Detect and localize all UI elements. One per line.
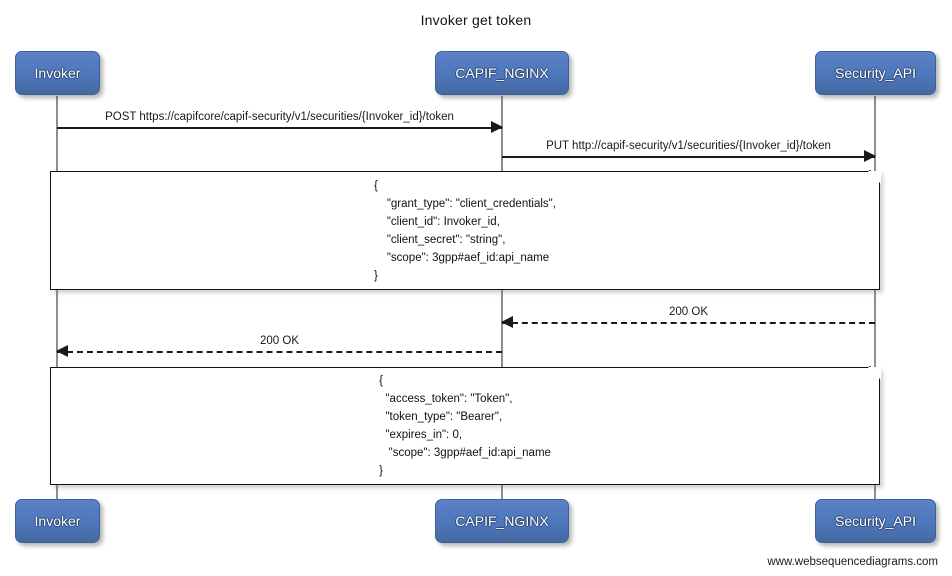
- lifeline-capif-nginx: [501, 96, 503, 500]
- actor-box-capif-nginx-top[interactable]: CAPIF_NGINX: [435, 51, 569, 95]
- actor-box-security-api-top[interactable]: Security_API: [815, 51, 936, 95]
- actor-box-capif-nginx-bottom[interactable]: CAPIF_NGINX: [435, 499, 569, 543]
- actor-label-capif-nginx: CAPIF_NGINX: [455, 65, 549, 81]
- message-line: [502, 156, 875, 158]
- message-line: [502, 322, 875, 324]
- actor-box-security-api-bottom[interactable]: Security_API: [815, 499, 936, 543]
- watermark-footer: www.websequencediagrams.com: [767, 556, 938, 568]
- actor-label-invoker: Invoker: [34, 65, 81, 81]
- message-line: [57, 127, 502, 129]
- message-label: PUT http://capif-security/v1/securities/…: [502, 139, 875, 153]
- note-fold-icon: [866, 170, 881, 185]
- note-text: { "grant_type": "client_credentials", "c…: [374, 179, 556, 282]
- arrowhead-left-icon: [501, 316, 513, 328]
- message-label: 200 OK: [502, 305, 875, 319]
- page-title: Invoker get token: [420, 12, 532, 28]
- message-label: POST https://capifcore/capif-security/v1…: [57, 110, 502, 124]
- lifeline-invoker: [56, 96, 58, 500]
- actor-label-security-api: Security_API: [835, 513, 916, 529]
- actor-label-capif-nginx: CAPIF_NGINX: [455, 513, 549, 529]
- actor-box-invoker-top[interactable]: Invoker: [15, 51, 100, 95]
- note-response-body: { "access_token": "Token", "token_type":…: [50, 366, 881, 485]
- arrowhead-right-icon: [491, 121, 503, 133]
- note-request-body: { "grant_type": "client_credentials", "c…: [50, 170, 881, 290]
- actor-box-invoker-bottom[interactable]: Invoker: [15, 499, 100, 543]
- actor-label-invoker: Invoker: [34, 513, 81, 529]
- arrowhead-left-icon: [56, 345, 68, 357]
- arrowhead-right-icon: [864, 150, 876, 162]
- message-line: [57, 351, 502, 353]
- lifeline-security-api: [874, 96, 876, 500]
- actor-label-security-api: Security_API: [835, 65, 916, 81]
- note-fold-icon: [866, 366, 881, 381]
- message-label: 200 OK: [57, 334, 502, 348]
- note-text: { "access_token": "Token", "token_type":…: [379, 375, 551, 477]
